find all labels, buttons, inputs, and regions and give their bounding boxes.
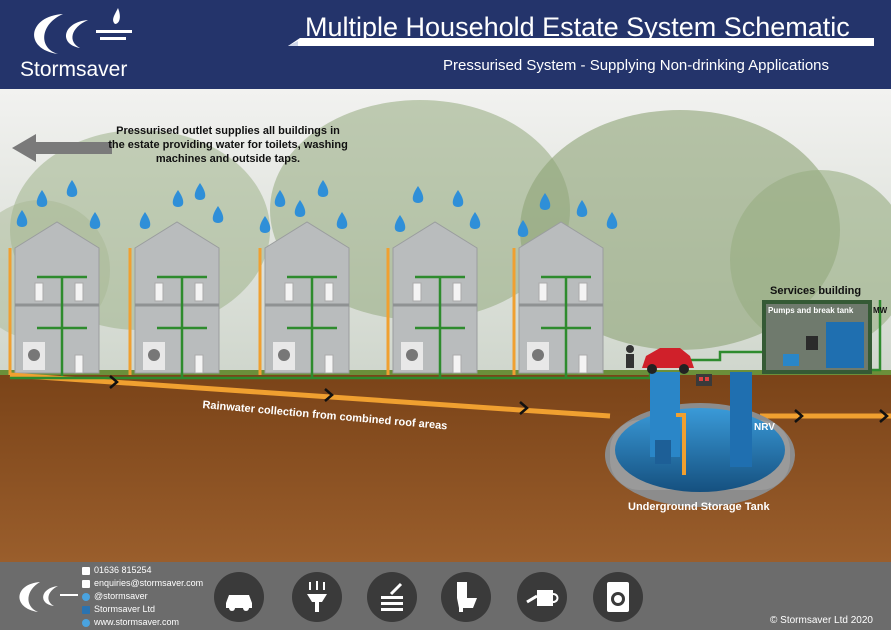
flow-arrow-icon [794, 409, 804, 423]
raindrop-icon [336, 212, 348, 229]
raindrop-icon [139, 212, 151, 229]
raindrop-icon [16, 210, 28, 227]
raindrop-icon [469, 212, 481, 229]
raindrop-icon [212, 206, 224, 223]
toilet-icon [154, 282, 164, 302]
pumps-label: Pumps and break tank [768, 306, 854, 315]
header: Stormsaver Multiple Household Estate Sys… [0, 0, 891, 89]
contact-list: 01636 815254 enquiries@stormsaver.com @s… [82, 564, 203, 629]
linkedin-name[interactable]: Stormsaver Ltd [94, 604, 156, 614]
house [8, 221, 100, 378]
tank-label: Underground Storage Tank [628, 501, 770, 513]
flow-arrows [109, 375, 889, 423]
flow-arrow-icon [879, 409, 889, 423]
outlet-arrow [12, 134, 112, 162]
raindrop-icon [194, 183, 206, 200]
person-icon [626, 345, 634, 368]
stormsaver-logo [34, 8, 132, 54]
house [258, 221, 350, 378]
raindrop-icon [274, 190, 286, 207]
linkedin-icon [82, 605, 90, 614]
raindrop-icon [517, 220, 529, 237]
email-icon [82, 579, 90, 588]
flow-arrow-icon [109, 375, 119, 389]
twitter-icon [82, 592, 90, 601]
services-building-label: Services building [770, 285, 862, 297]
house [386, 221, 478, 378]
houses [8, 221, 604, 378]
flow-arrow-icon [324, 388, 334, 402]
schematic-scene [0, 89, 891, 562]
title-underline [288, 38, 874, 46]
raindrop-icon [259, 216, 271, 233]
toilet-icon [324, 282, 334, 302]
toilet-icon [441, 572, 491, 622]
contact-web[interactable]: www.stormsaver.com [82, 616, 203, 629]
raindrop-icon [606, 212, 618, 229]
email-link[interactable]: enquiries@stormsaver.com [94, 578, 204, 588]
toilet-icon [194, 354, 204, 374]
toilet-icon [324, 354, 334, 374]
raindrop-icon [394, 215, 406, 232]
outlet-note: Pressurised outlet supplies all building… [108, 125, 348, 165]
hose-icon [367, 572, 417, 622]
raindrop-icon [317, 180, 329, 197]
toilet-icon [34, 282, 44, 302]
raindrop-icon [36, 190, 48, 207]
car-wash-icon [214, 572, 264, 622]
mw-label: MW [873, 306, 888, 315]
toilet-icon [74, 354, 84, 374]
toilet-icon [452, 354, 462, 374]
nrv-label: NRV [754, 422, 775, 433]
car-icon [642, 348, 694, 374]
toilet-icon [194, 282, 204, 302]
raindrop-icon [66, 180, 78, 197]
toilet-icon [74, 282, 84, 302]
toilet-icon [578, 282, 588, 302]
underground-storage-tank [605, 372, 795, 507]
rainwater-collection-pipe [9, 372, 611, 419]
page-title: Multiple Household Estate System Schemat… [305, 12, 850, 42]
raindrop-icon [294, 200, 306, 217]
house [512, 221, 604, 378]
raindrop-icon [172, 190, 184, 207]
raindrop-icon [89, 212, 101, 229]
web-icon [82, 618, 90, 627]
page-subtitle: Pressurised System - Supplying Non-drink… [443, 57, 830, 74]
toilet-icon [578, 354, 588, 374]
raindrop-icon [412, 186, 424, 203]
website-link[interactable]: www.stormsaver.com [94, 617, 180, 627]
toilet-icon [538, 282, 548, 302]
phone-icon [82, 566, 90, 575]
footer-logo [19, 582, 78, 612]
services-building [762, 300, 872, 374]
control-box [696, 374, 712, 386]
raindrop-icon [576, 200, 588, 217]
house [128, 221, 220, 378]
shower-icon [292, 572, 342, 622]
toilet-icon [412, 282, 422, 302]
phone-number: 01636 815254 [94, 565, 152, 575]
flow-arrow-icon [519, 401, 529, 415]
toilet-icon [284, 282, 294, 302]
raindrops [16, 180, 618, 237]
brand-name: Stormsaver [20, 58, 128, 81]
contact-phone: 01636 815254 [82, 564, 203, 577]
watering-can-icon [517, 572, 567, 622]
contact-twitter[interactable]: @stormsaver [82, 590, 203, 603]
toilet-icon [452, 282, 462, 302]
contact-email[interactable]: enquiries@stormsaver.com [82, 577, 203, 590]
contact-linkedin[interactable]: Stormsaver Ltd [82, 603, 203, 616]
copyright: © Stormsaver Ltd 2020 [770, 615, 873, 626]
raindrop-icon [452, 190, 464, 207]
twitter-handle[interactable]: @stormsaver [94, 591, 148, 601]
raindrop-icon [539, 193, 551, 210]
washing-machine-icon [593, 572, 643, 622]
